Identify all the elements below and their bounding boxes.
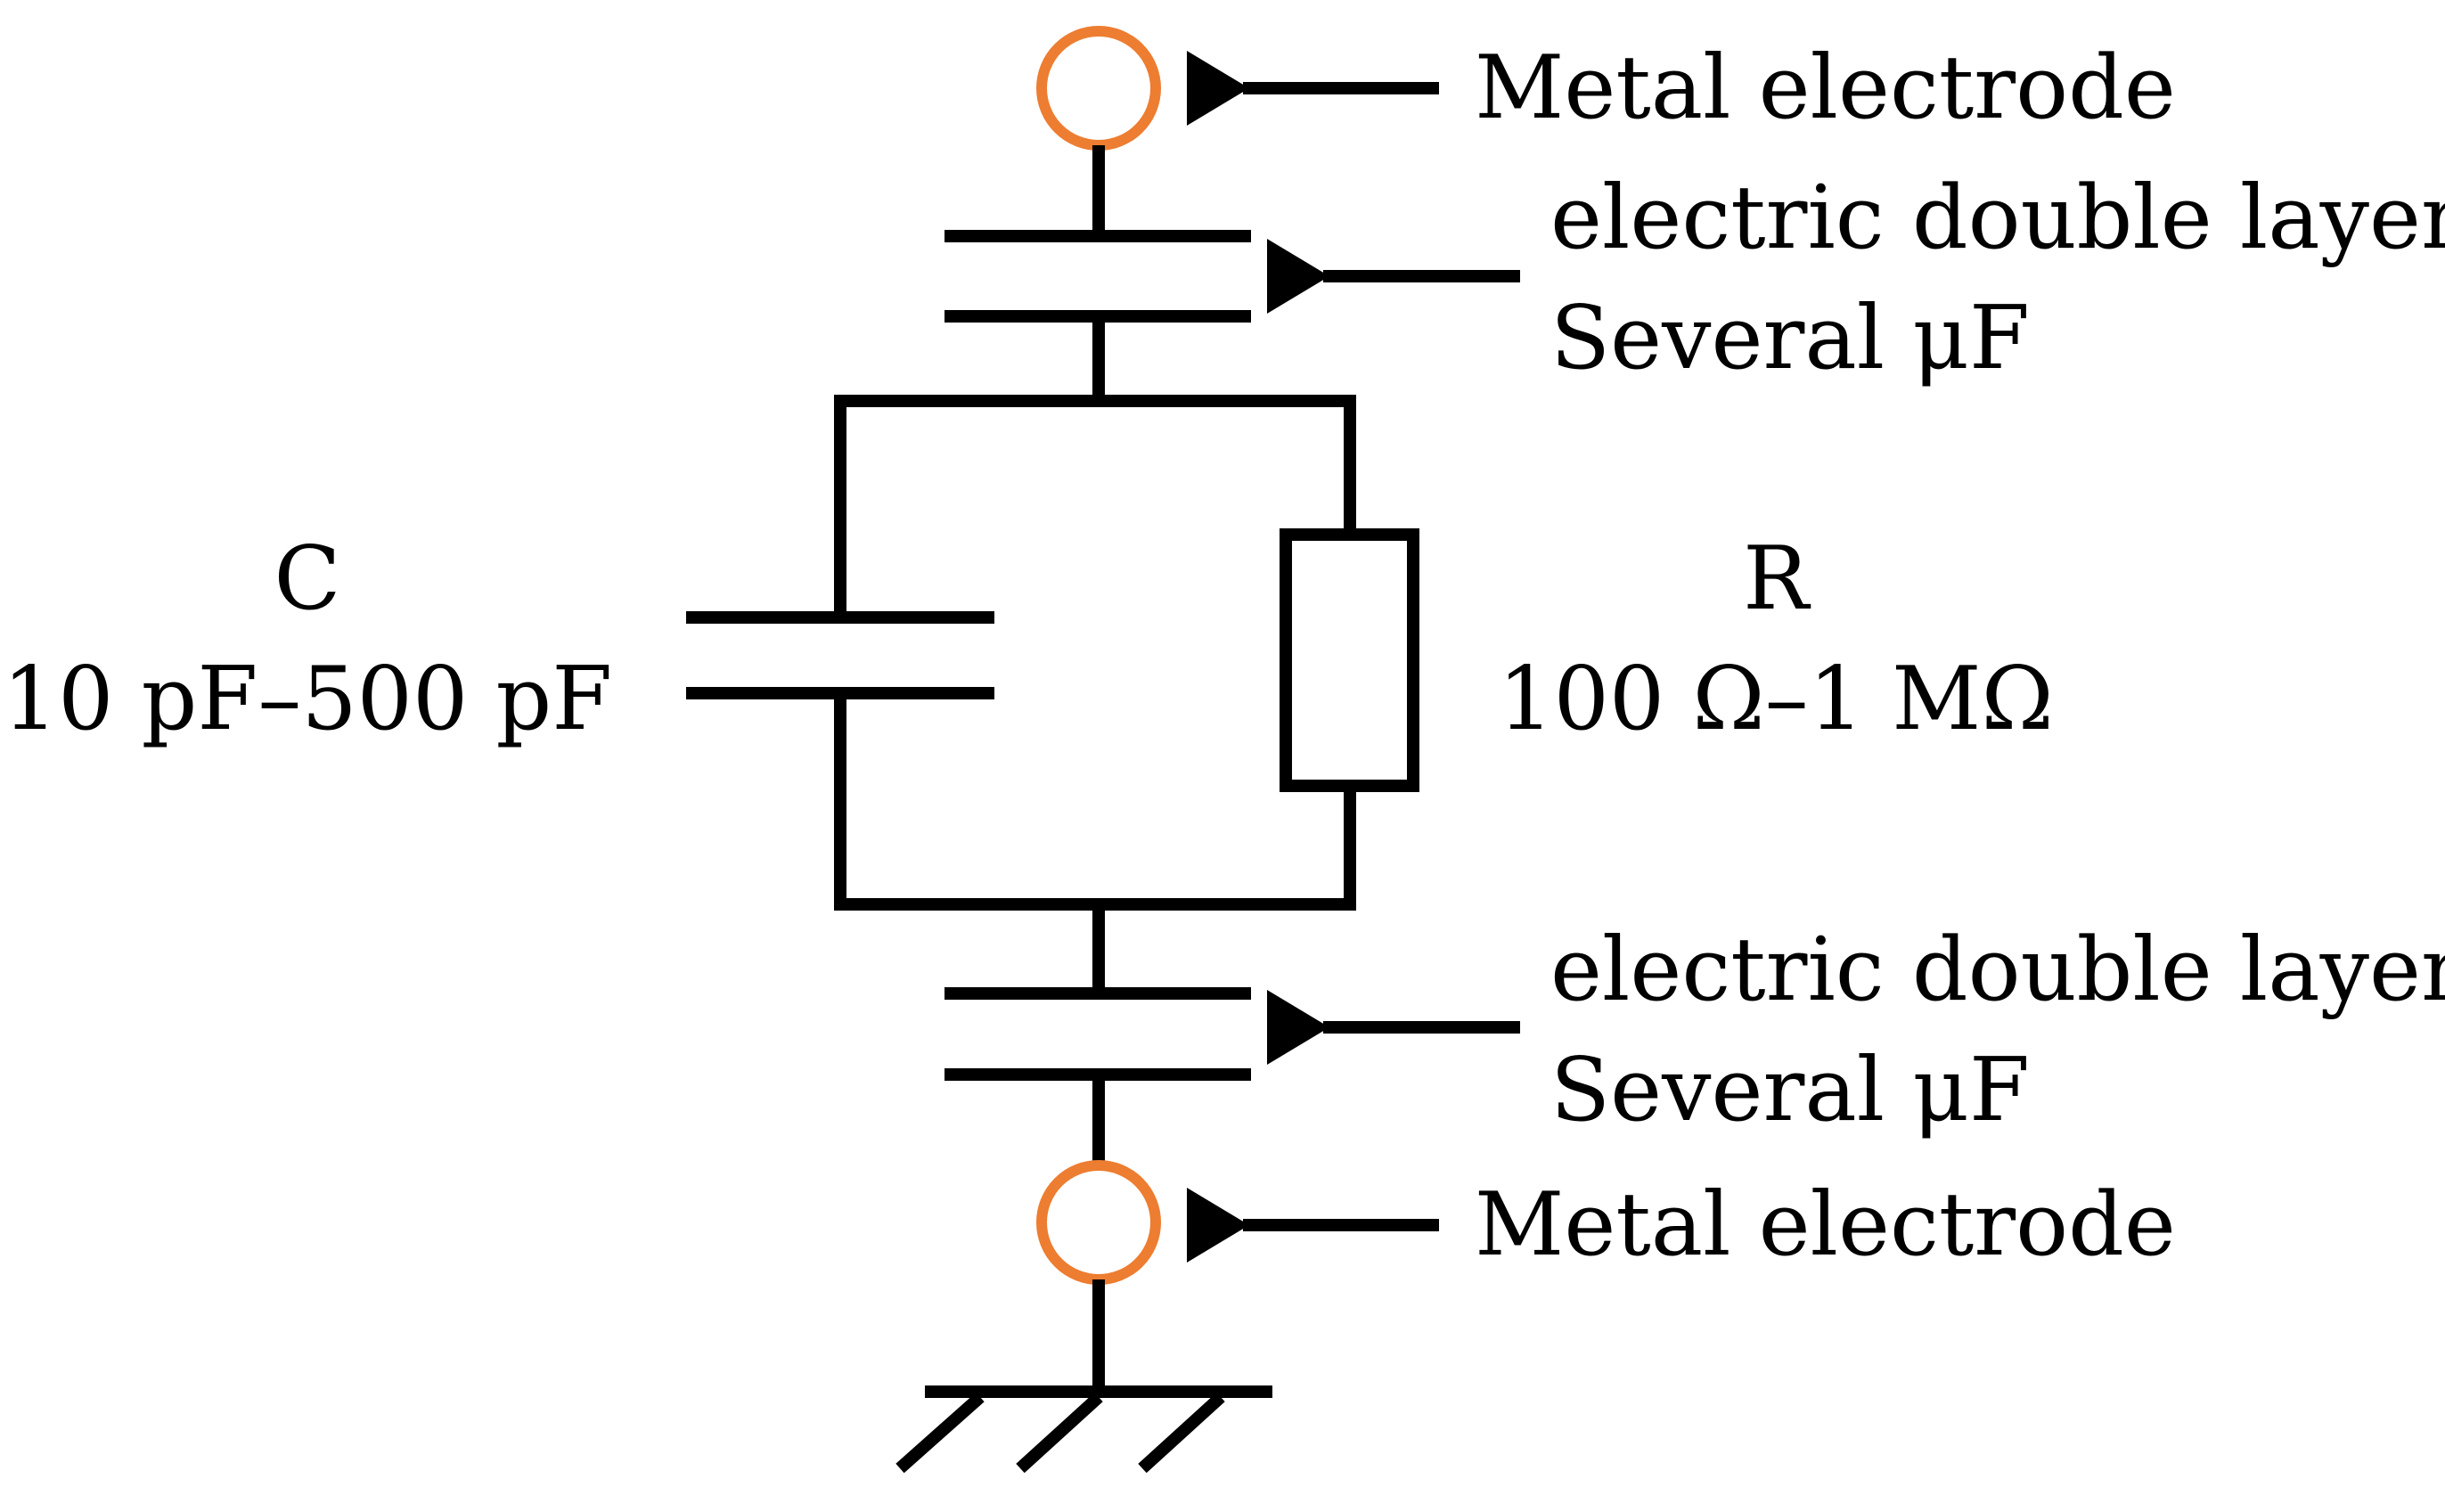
label-resistor-name: R	[1743, 528, 1811, 630]
label-bottom-metal-electrode: Metal electrode	[1475, 1174, 2176, 1276]
top-metal-electrode	[1036, 26, 1161, 151]
label-capacitor-name: C	[274, 528, 341, 630]
ground-icon	[895, 1385, 1272, 1474]
label-top-edl-line1: electric double layer	[1550, 168, 2445, 269]
label-bottom-edl-line2: Several μF	[1550, 1040, 2030, 1141]
label-top-metal-electrode: Metal electrode	[1475, 37, 2176, 139]
label-bottom-edl-line1: electric double layer	[1550, 919, 2445, 1021]
label-top-edl-line2: Several μF	[1550, 288, 2030, 389]
label-resistor-range: 100 Ω–1 MΩ	[1498, 649, 2054, 750]
label-capacitor-range: 10 pF–500 pF	[3, 649, 613, 750]
resistor-r-body	[1280, 528, 1419, 792]
bottom-metal-electrode	[1036, 1160, 1161, 1285]
